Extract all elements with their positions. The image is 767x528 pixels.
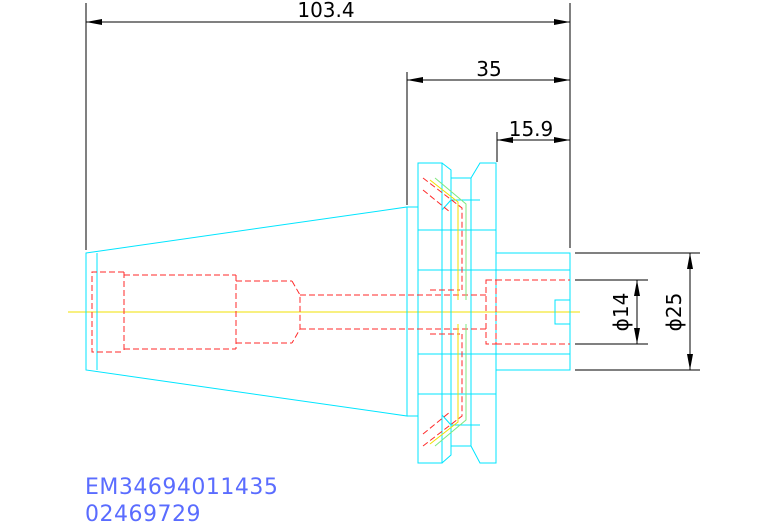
section-detail-lines — [429, 177, 467, 447]
dimension-flange-to-end: 35 — [406, 57, 570, 205]
dimension-overall-length-text: 103.4 — [297, 0, 354, 22]
dimension-flange-to-end-text: 35 — [476, 57, 501, 81]
dimension-outer-diameter: ϕ25 — [575, 252, 700, 371]
part-number: EM34694011435 — [85, 475, 279, 500]
dimension-outer-diameter-text: ϕ25 — [662, 293, 686, 332]
internal-bore-hidden-lines — [91, 177, 570, 447]
dimension-shank-length-text: 15.9 — [509, 117, 554, 141]
item-number: 02469729 — [85, 502, 201, 527]
dimension-overall-length: 103.4 — [85, 0, 571, 250]
dimension-bore-diameter: ϕ14 — [575, 279, 648, 345]
part-codes: EM34694011435 02469729 — [85, 474, 278, 528]
dimension-shank-length: 15.9 — [496, 117, 570, 162]
dimension-bore-diameter-text: ϕ14 — [609, 293, 633, 332]
flange — [407, 162, 497, 464]
